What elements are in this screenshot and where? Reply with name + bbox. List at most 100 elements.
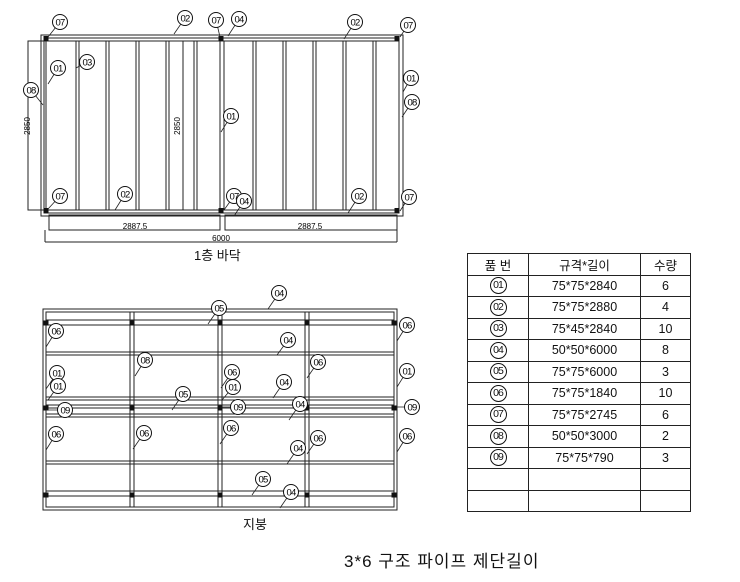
quantity-cell: 2 [640, 425, 691, 448]
cell-text: 75*75*2745 [551, 407, 618, 422]
part-number-label: 07 [56, 18, 65, 29]
cell-text: 2 [662, 429, 669, 444]
joint-plate [304, 320, 310, 326]
joint-plate [304, 405, 310, 411]
header-part-no: 품 번 [467, 253, 529, 276]
cell-text: 75*75*6000 [551, 364, 618, 379]
part-number-label: 01 [229, 383, 238, 394]
part-number-circle [50, 378, 66, 394]
part-number-label: 01 [54, 64, 63, 75]
part-number-circle [230, 399, 246, 415]
quantity-cell: 8 [640, 339, 691, 362]
table-row: 07 75*75*2745 6 [467, 403, 691, 426]
part-number-label: 01 [407, 74, 416, 85]
part-number-circle [347, 14, 363, 30]
part-number-label: 04 [235, 15, 244, 26]
dimension-total: 6000 [212, 234, 230, 243]
part-number-circle [401, 189, 417, 205]
part-number-badge: 02 [489, 298, 507, 316]
dimension-half-right: 2887.5 [298, 222, 323, 231]
part-number-label: 09 [61, 406, 70, 417]
part-number-label: 03 [83, 58, 92, 69]
spec-cell: 50*50*6000 [528, 339, 641, 362]
floor-plan-title: 1층 바닥 [194, 248, 241, 263]
part-number-label: 08 [141, 356, 150, 367]
cell-text: 6 [662, 407, 669, 422]
part-number-circle [310, 430, 326, 446]
part-number-label: 06 [403, 321, 412, 332]
joint-plate [394, 36, 400, 41]
inner-dimension-box [165, 40, 184, 211]
part-number-label: 06 [227, 424, 236, 435]
part-number-circle [48, 323, 64, 339]
part-number-circle [23, 82, 39, 98]
table-row [467, 489, 691, 512]
part-number-cell: 07 [467, 403, 529, 426]
part-number-circle [292, 396, 308, 412]
part-number-label: 07 [230, 192, 239, 203]
part-number-label: 08 [27, 86, 36, 97]
part-number-label: 01 [227, 112, 236, 123]
part-number-circle [310, 354, 326, 370]
part-number-badge: 01 [489, 277, 507, 295]
joint-plate [43, 320, 49, 326]
part-number-circle [399, 317, 415, 333]
spec-cell: 75*75*2840 [528, 274, 641, 297]
quantity-cell: 4 [640, 296, 691, 319]
part-number-label: 05 [179, 390, 188, 401]
spec-cell [528, 489, 641, 512]
part-number-circle [225, 379, 241, 395]
part-number-label: 07 [56, 192, 65, 203]
spec-cell: 50*50*3000 [528, 425, 641, 448]
part-number-badge: 08 [489, 427, 507, 445]
dimension-half-left: 2887.5 [123, 222, 148, 231]
table-header-row: 품 번 규격*길이 수량 [467, 253, 691, 276]
joint-plate [304, 492, 310, 498]
part-number-circle [290, 440, 306, 456]
part-number-label: 08 [408, 98, 417, 109]
part-number-circle [211, 300, 227, 316]
part-number-label: 06 [140, 429, 149, 440]
cell-text: 8 [662, 343, 669, 358]
quantity-cell: 3 [640, 446, 691, 469]
part-number-cell: 06 [467, 382, 529, 405]
part-number-circle [52, 14, 68, 30]
dimension-height-inner: 2850 [173, 117, 182, 135]
quantity-cell: 6 [640, 274, 691, 297]
part-number-label: 04 [296, 400, 305, 411]
floor-outer-frame [40, 34, 404, 217]
cell-text: 50*50*3000 [551, 429, 618, 444]
part-number-circle [351, 188, 367, 204]
part-number-circle [52, 188, 68, 204]
part-number-cell: 03 [467, 317, 529, 340]
part-number-label: 06 [52, 430, 61, 441]
dimension-height: 2850 [23, 117, 32, 135]
part-number-circle [79, 54, 95, 70]
part-number-label: 06 [314, 434, 323, 445]
left-dimension-box [27, 40, 47, 211]
spec-cell: 75*75*6000 [528, 360, 641, 383]
part-number-circle [404, 94, 420, 110]
part-number-cell: 05 [467, 360, 529, 383]
part-number-cell: 02 [467, 296, 529, 319]
joint-plate [129, 320, 135, 326]
joint-plate [217, 320, 223, 326]
joint-plate [43, 208, 49, 213]
cell-text: 50*50*6000 [551, 343, 618, 358]
part-number-circle [50, 60, 66, 76]
part-number-badge: 07 [489, 406, 507, 424]
cell-text: 75*75*2840 [551, 278, 618, 293]
part-number-cell: 01 [467, 274, 529, 297]
part-number-label: 09 [234, 403, 243, 414]
part-number-circle [283, 484, 299, 500]
part-number-label: 04 [294, 444, 303, 455]
part-number-label: 06 [403, 432, 412, 443]
part-number-circle [400, 17, 416, 33]
part-number-circle [231, 11, 247, 27]
part-number-label: 04 [280, 378, 289, 389]
table-row [467, 468, 691, 491]
header-qty: 수량 [640, 253, 691, 276]
